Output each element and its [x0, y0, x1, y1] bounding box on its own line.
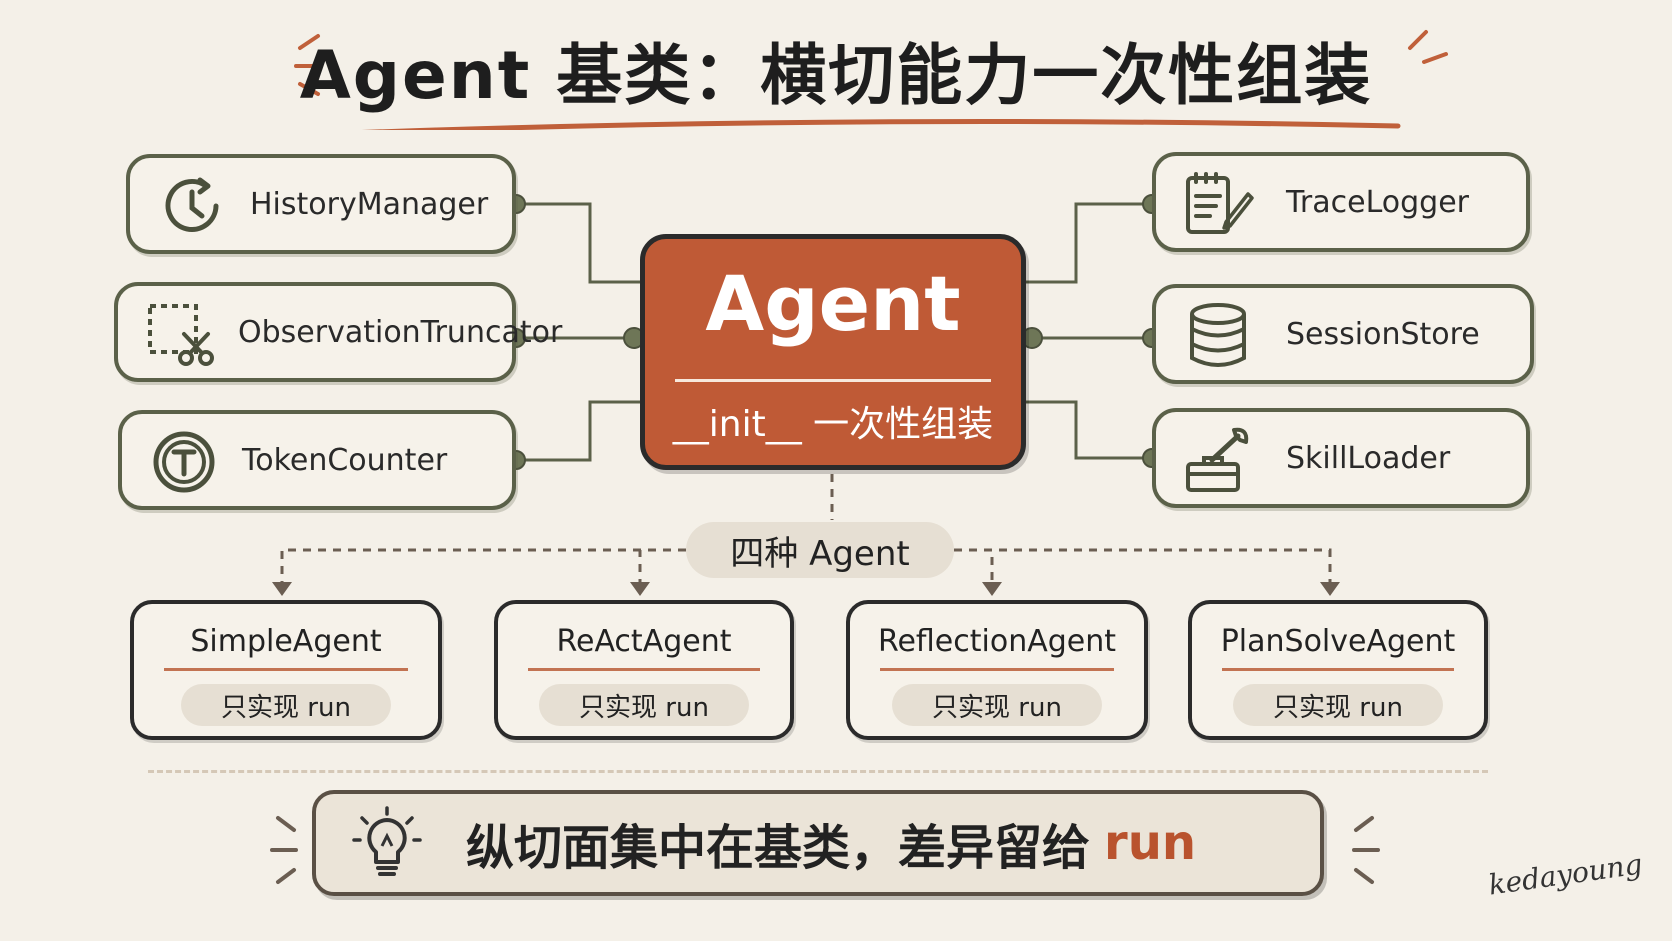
- agent-core-name: Agent: [705, 259, 961, 348]
- module-label: SessionStore: [1286, 316, 1480, 352]
- module-trace-logger: TraceLogger: [1152, 152, 1530, 252]
- conclusion-decoration-left: [270, 816, 298, 884]
- impl-name: ReActAgent: [556, 624, 732, 659]
- impl-tag: 只实现 run: [181, 684, 391, 726]
- branch-label: 四种 Agent: [686, 522, 954, 578]
- impl-tag: 只实现 run: [892, 684, 1102, 726]
- impl-name: PlanSolveAgent: [1220, 624, 1456, 659]
- conclusion-main: 纵切面集中在基类，差异留给: [466, 820, 1091, 876]
- module-label: TraceLogger: [1286, 184, 1470, 220]
- connector-token: [516, 400, 640, 462]
- impl-divider: [528, 668, 760, 671]
- database-icon: [1190, 303, 1246, 367]
- title-underline: [361, 119, 1401, 130]
- conclusion-highlight: run: [1104, 815, 1197, 871]
- crop-scissors-icon: [148, 304, 214, 366]
- impl-divider: [1222, 668, 1454, 671]
- impl-tag: 只实现 run: [1233, 684, 1443, 726]
- agent-core-divider: [675, 379, 991, 382]
- connector-skill: [1026, 400, 1152, 460]
- notepad-pen-icon: [1186, 172, 1254, 234]
- impl-tag: 只实现 run: [539, 684, 749, 726]
- conclusion-box: 纵切面集中在基类，差异留给 run: [312, 790, 1324, 896]
- module-token-counter: TokenCounter: [118, 410, 516, 510]
- impl-react-agent: ReActAgent 只实现 run: [494, 600, 794, 740]
- impl-name: ReflectionAgent: [877, 624, 1117, 659]
- impl-divider: [164, 668, 408, 671]
- connector-trace: [1026, 202, 1152, 284]
- conclusion-text: 纵切面集中在基类，差异留给 run: [466, 794, 1196, 892]
- title-decoration: [294, 30, 1448, 130]
- module-label: HistoryManager: [250, 186, 489, 222]
- impl-plansolve-agent: PlanSolveAgent 只实现 run: [1188, 600, 1488, 740]
- section-divider: [148, 770, 1488, 773]
- impl-reflection-agent: ReflectionAgent 只实现 run: [846, 600, 1148, 740]
- clock-icon: [165, 177, 219, 232]
- module-label: SkillLoader: [1286, 440, 1451, 476]
- agent-core-subtitle: __init__ 一次性组装: [672, 404, 994, 445]
- conclusion-decoration-right: [1352, 816, 1380, 884]
- lightbulb-icon: [352, 806, 422, 876]
- module-session-store: SessionStore: [1152, 284, 1534, 384]
- impl-divider: [880, 668, 1114, 671]
- token-coin-icon: [153, 431, 215, 493]
- toolbox-wrench-icon: [1186, 427, 1249, 492]
- module-observation-truncator: ObservationTruncator: [114, 282, 563, 382]
- impl-name: SimpleAgent: [190, 624, 382, 659]
- impl-simple-agent: SimpleAgent 只实现 run: [130, 600, 442, 740]
- page-title: Agent 基类：横切能力一次性组装: [299, 37, 1373, 114]
- connector-history: [516, 202, 640, 284]
- module-history-manager: HistoryManager: [126, 154, 516, 254]
- module-label: ObservationTruncator: [238, 314, 563, 350]
- agent-core-box: Agent __init__ 一次性组装: [640, 234, 1026, 470]
- module-skill-loader: SkillLoader: [1152, 408, 1530, 508]
- module-label: TokenCounter: [242, 442, 448, 478]
